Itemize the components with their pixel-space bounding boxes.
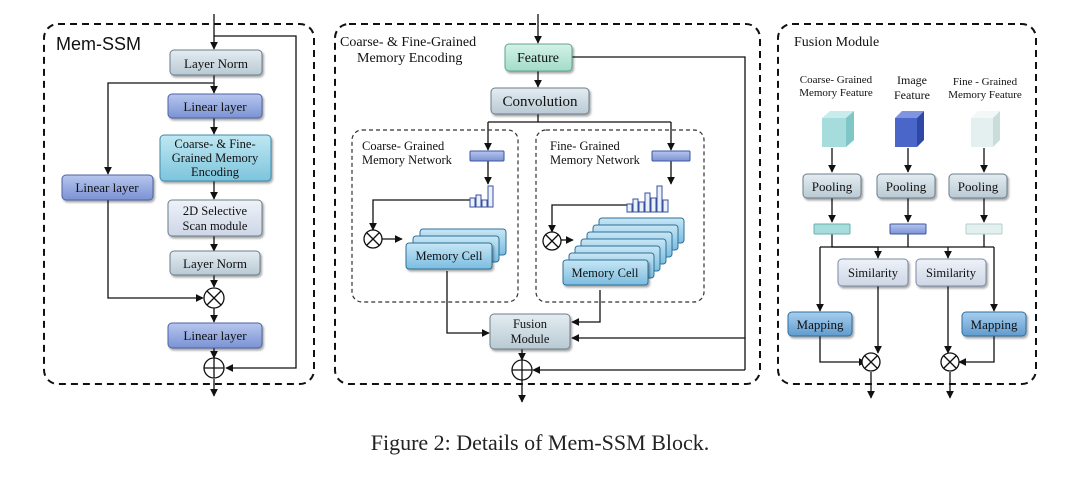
fusion-multiply-op-1 bbox=[861, 352, 881, 372]
encoding-convolution-box: Convolution bbox=[490, 87, 590, 115]
fusion-panel bbox=[777, 23, 1037, 385]
fusion-pooling-2-label: Pooling bbox=[886, 179, 927, 194]
fusion-mapping-1: Mapping bbox=[787, 311, 853, 337]
fusion-similarity-2-label: Similarity bbox=[926, 266, 977, 280]
fusion-title: Fusion Module bbox=[794, 35, 879, 50]
fusion-mapping-2-label: Mapping bbox=[971, 317, 1018, 332]
mem-ssm-panel bbox=[43, 23, 315, 385]
mem-ssm-layer-norm-bottom: Layer Norm bbox=[169, 250, 261, 276]
fusion-pooling-3-label: Pooling bbox=[958, 179, 999, 194]
coarse-feature-token bbox=[469, 150, 505, 162]
fine-memory-cell-stack: Memory Cell bbox=[562, 217, 685, 286]
encoding-fusion-line-1: Fusion bbox=[513, 317, 548, 331]
fine-memory-cell-label: Memory Cell bbox=[571, 266, 639, 280]
encoding-lines bbox=[369, 14, 746, 403]
fine-multiply-op bbox=[542, 231, 562, 251]
mem-ssm-linear-top: Linear layer bbox=[167, 93, 263, 119]
mem-ssm-scan-line-1: 2D Selective bbox=[183, 204, 248, 218]
fusion-multiply-op-2 bbox=[940, 352, 960, 372]
encoding-panel bbox=[334, 23, 761, 385]
fusion-similarity-1: Similarity bbox=[837, 258, 909, 287]
mem-ssm-add-op bbox=[203, 357, 225, 379]
mem-ssm-linear-bottom-label: Linear layer bbox=[183, 328, 247, 343]
coarse-memory-cell-label: Memory Cell bbox=[415, 249, 483, 263]
mem-ssm-scan-line-2: Scan module bbox=[183, 219, 248, 233]
fine-network-title-line-1: Fine- Grained bbox=[550, 139, 621, 153]
mem-ssm-encoding-line-2: Grained Memory bbox=[172, 151, 259, 165]
mem-ssm-encoding-line-1: Coarse- & Fine- bbox=[174, 137, 255, 151]
image-pooled-token bbox=[889, 223, 927, 235]
encoding-title-line-2: Memory Encoding bbox=[357, 51, 462, 66]
fusion-pooling-3: Pooling bbox=[948, 173, 1008, 199]
mem-ssm-linear-top-label: Linear layer bbox=[183, 99, 247, 114]
fine-feature-token bbox=[651, 150, 691, 162]
mem-ssm-lines bbox=[104, 14, 297, 397]
encoding-title-line-1: Coarse- & Fine-Grained bbox=[340, 35, 476, 50]
fine-network-title-line-2: Memory Network bbox=[550, 153, 641, 167]
mem-ssm-linear-side: Linear layer bbox=[61, 174, 154, 201]
mem-ssm-linear-bottom: Linear layer bbox=[167, 322, 263, 349]
fusion-coarse-label-line-2: Memory Feature bbox=[799, 87, 873, 99]
encoding-convolution-label: Convolution bbox=[502, 94, 578, 110]
coarse-multiply-op bbox=[363, 229, 383, 249]
fusion-similarity-1-label: Similarity bbox=[848, 266, 899, 280]
fine-memory-cube-icon bbox=[971, 111, 1000, 147]
fusion-mapping-1-label: Mapping bbox=[797, 317, 844, 332]
fusion-mapping-2: Mapping bbox=[961, 311, 1027, 337]
mem-ssm-layer-norm-top: Layer Norm bbox=[169, 49, 263, 76]
fusion-pooling-2: Pooling bbox=[876, 173, 936, 199]
coarse-histogram-icon bbox=[469, 185, 494, 208]
coarse-network-title-line-2: Memory Network bbox=[362, 153, 453, 167]
fusion-image-label-line-1: Image bbox=[897, 73, 927, 87]
mem-ssm-selective-scan: 2D Selective Scan module bbox=[167, 199, 263, 237]
fine-histogram-icon bbox=[626, 185, 669, 213]
coarse-memory-network-box bbox=[351, 129, 519, 303]
fine-pooled-token bbox=[965, 223, 1003, 235]
fine-memory-network-box bbox=[535, 129, 705, 303]
fusion-pooling-1-label: Pooling bbox=[812, 179, 853, 194]
figure-caption: Figure 2: Details of Mem-SSM Block. bbox=[370, 430, 710, 455]
mem-ssm-encoding-line-3: Encoding bbox=[191, 165, 240, 179]
encoding-add-op bbox=[511, 359, 533, 381]
mem-ssm-layer-norm-bottom-label: Layer Norm bbox=[183, 256, 247, 271]
coarse-memory-cell-stack: Memory Cell bbox=[405, 228, 507, 270]
fusion-fine-label-line-2: Memory Feature bbox=[948, 89, 1022, 101]
mem-ssm-encoding-box: Coarse- & Fine- Grained Memory Encoding bbox=[159, 134, 272, 182]
coarse-network-title-line-1: Coarse- Grained bbox=[362, 139, 445, 153]
fusion-coarse-label-line-1: Coarse- Grained bbox=[800, 74, 873, 86]
image-feature-cube-icon bbox=[895, 111, 924, 147]
fusion-similarity-2: Similarity bbox=[915, 258, 987, 287]
coarse-memory-cube-icon bbox=[822, 111, 854, 147]
encoding-feature-label: Feature bbox=[517, 51, 559, 66]
mem-ssm-multiply-op bbox=[203, 287, 225, 309]
coarse-pooled-token bbox=[813, 223, 851, 235]
fusion-lines bbox=[816, 148, 998, 399]
fusion-fine-label-line-1: Fine - Grained bbox=[953, 76, 1018, 88]
mem-ssm-layer-norm-top-label: Layer Norm bbox=[184, 56, 248, 71]
mem-ssm-linear-side-label: Linear layer bbox=[75, 180, 139, 195]
encoding-fusion-line-2: Module bbox=[511, 332, 550, 346]
encoding-feature-box: Feature bbox=[504, 43, 573, 72]
mem-ssm-title: Mem-SSM bbox=[56, 34, 141, 54]
fusion-image-label-line-2: Feature bbox=[894, 88, 930, 102]
encoding-fusion-module: Fusion Module bbox=[489, 313, 571, 350]
fusion-pooling-1: Pooling bbox=[802, 173, 862, 199]
